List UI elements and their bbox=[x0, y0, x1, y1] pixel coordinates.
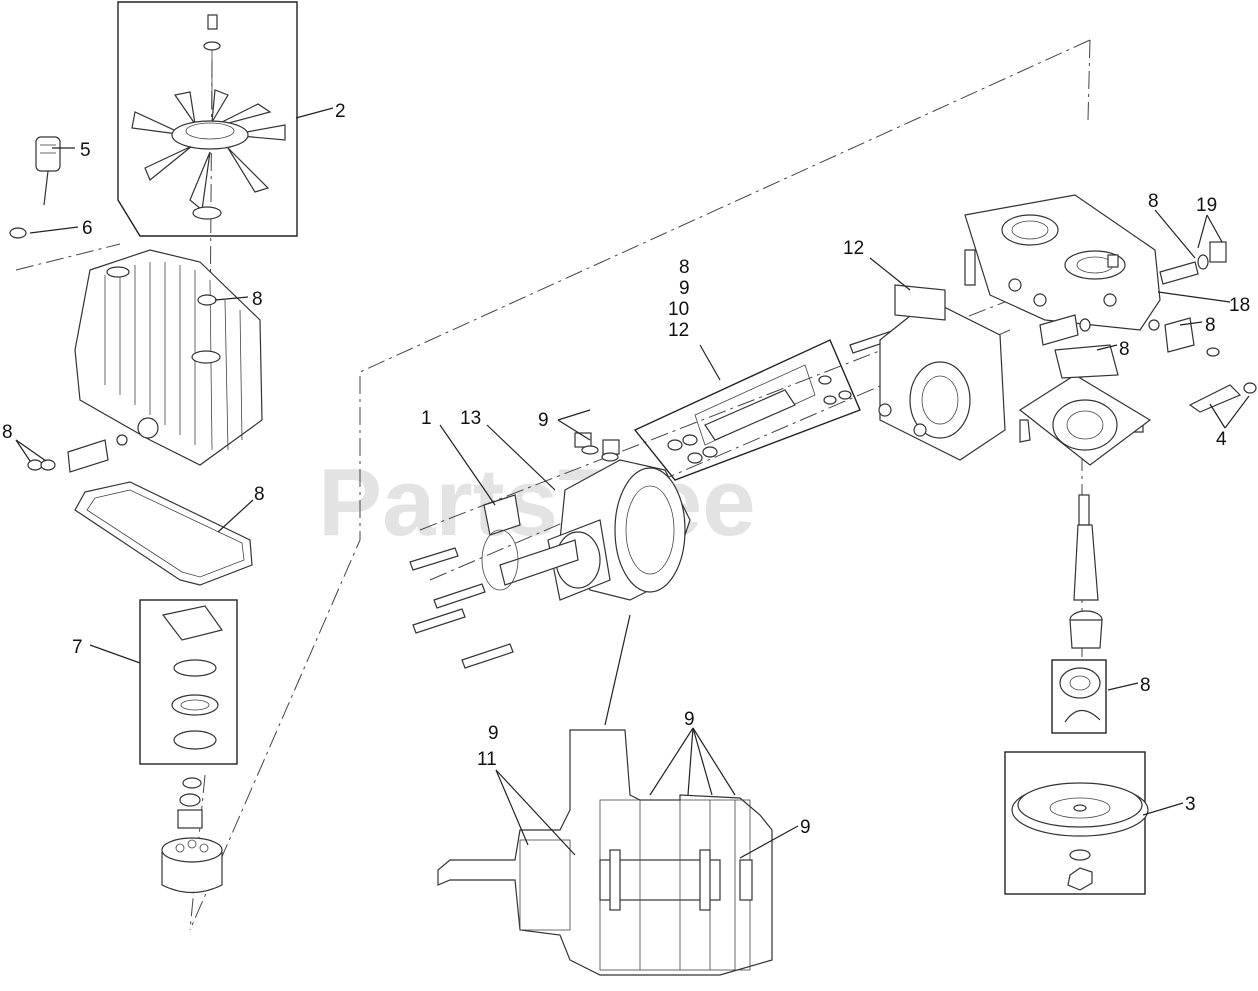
callout-9-check-valve: 9 bbox=[538, 410, 549, 431]
callout-19: 19 bbox=[1196, 195, 1217, 216]
motor-assembly bbox=[481, 432, 691, 601]
callout-8-plate: 8 bbox=[1119, 339, 1130, 360]
callout-5: 5 bbox=[80, 140, 91, 161]
watermark: PartsTree bbox=[318, 449, 756, 556]
charge-pump-plate bbox=[1018, 344, 1152, 466]
callout-4: 4 bbox=[1216, 429, 1227, 450]
main-housing bbox=[964, 194, 1161, 331]
callout-8-left-seals: 8 bbox=[2, 422, 13, 443]
callout-9-section-top: 9 bbox=[684, 709, 695, 730]
callout-10: 10 bbox=[668, 299, 689, 320]
callout-8-fitting: 8 bbox=[1205, 315, 1216, 336]
callout-8-valve: 8 bbox=[1148, 191, 1159, 212]
fan-blades-icon bbox=[131, 89, 286, 212]
callout-12-seal-kit: 12 bbox=[668, 320, 689, 341]
pulley-box bbox=[1004, 751, 1149, 895]
pump-cylinder-block bbox=[161, 777, 223, 894]
fan-assembly bbox=[117, 1, 298, 237]
callout-1: 1 bbox=[421, 408, 432, 429]
callout-8-fan-shroud: 8 bbox=[252, 289, 263, 310]
end-cap-housing bbox=[878, 284, 1006, 461]
valve-parts bbox=[1039, 241, 1227, 357]
callout-18: 18 bbox=[1229, 295, 1250, 316]
callout-3: 3 bbox=[1185, 794, 1196, 815]
dipstick bbox=[9, 136, 61, 239]
callout-8-seal-kit: 8 bbox=[679, 257, 690, 278]
callout-11: 11 bbox=[477, 749, 497, 770]
callout-9-section-right: 9 bbox=[800, 817, 811, 838]
cross-section-view bbox=[437, 729, 773, 976]
callout-9-section-left: 9 bbox=[488, 723, 499, 744]
callout-6: 6 bbox=[82, 218, 93, 239]
callout-8-bearing: 8 bbox=[1140, 675, 1151, 696]
callout-7: 7 bbox=[72, 637, 83, 658]
bearing-box bbox=[1051, 659, 1107, 734]
seal-kit-box bbox=[633, 339, 861, 481]
callout-9-seal-kit: 9 bbox=[679, 278, 690, 299]
bearing-kit-box bbox=[139, 599, 238, 765]
callout-12-housing: 12 bbox=[843, 238, 864, 259]
callout-2: 2 bbox=[335, 101, 346, 122]
callout-13: 13 bbox=[460, 408, 481, 429]
callout-labels: 2 5 6 8 8 8 7 1 13 9 8 9 10 12 12 8 19 1… bbox=[2, 101, 1250, 838]
bypass-lever bbox=[1188, 382, 1257, 413]
callout-8-gasket: 8 bbox=[254, 484, 265, 505]
upper-housing bbox=[27, 249, 263, 473]
gasket bbox=[74, 481, 253, 586]
input-shaft bbox=[1069, 494, 1103, 649]
leader-lines bbox=[15, 107, 1250, 859]
